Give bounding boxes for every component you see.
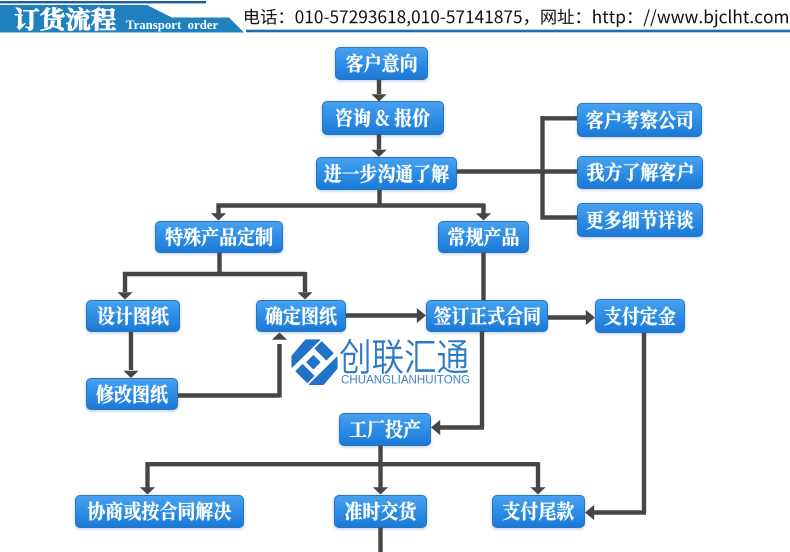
svg-text:Transport order: Transport order	[126, 18, 218, 32]
svg-text:CHUANGLIANHUITONG: CHUANGLIANHUITONG	[341, 375, 470, 387]
